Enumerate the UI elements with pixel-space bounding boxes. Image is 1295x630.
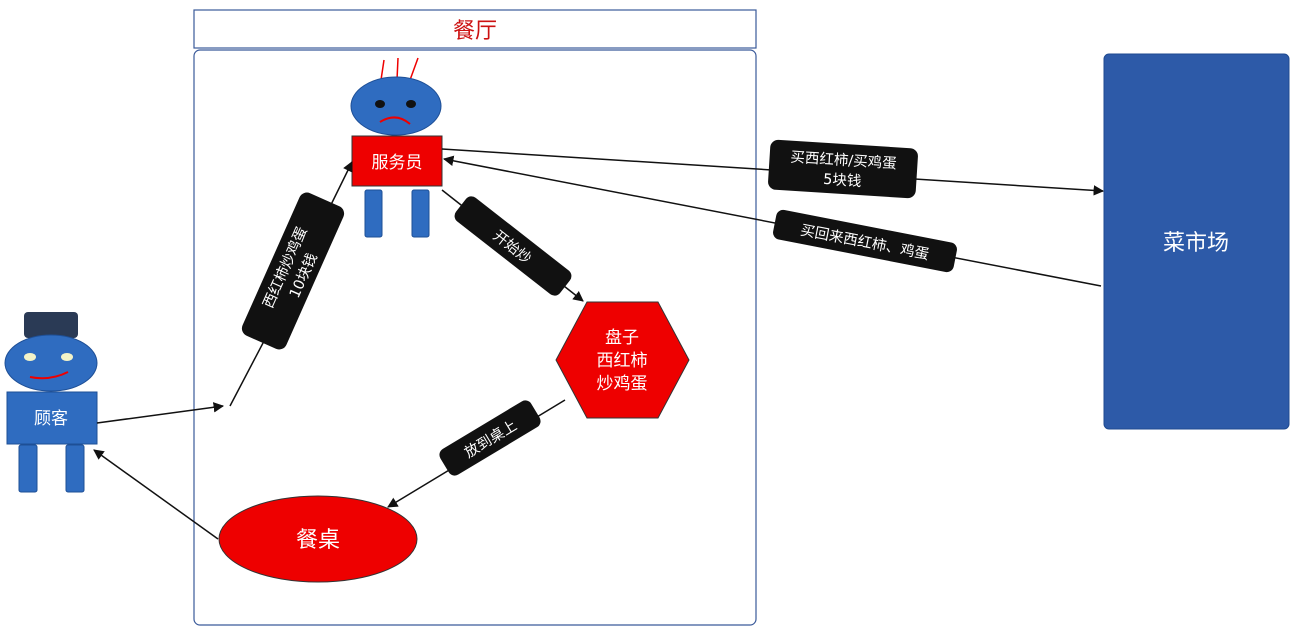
arrow-customer-to-order bbox=[96, 402, 225, 424]
customer-eye bbox=[24, 353, 36, 361]
customer-body bbox=[6, 391, 98, 445]
plate-line-3: 炒鸡蛋 bbox=[597, 374, 648, 394]
customer-figure: 顾客 bbox=[4, 312, 98, 493]
customer-label: 顾客 bbox=[34, 409, 68, 429]
customer-leg bbox=[18, 444, 38, 493]
waiter-hair-line bbox=[409, 57, 419, 81]
dining-table: 餐桌 bbox=[218, 495, 418, 583]
waiter-label: 服务员 bbox=[372, 153, 423, 173]
waiter-leg bbox=[411, 189, 430, 238]
arrow-table-to-customer bbox=[93, 449, 219, 540]
waiter-body bbox=[351, 135, 443, 187]
edge-label-buy: 买西红柿/买鸡蛋 5块钱 bbox=[768, 139, 918, 199]
customer-head bbox=[4, 334, 98, 392]
restaurant-frame bbox=[193, 49, 757, 626]
customer-hat bbox=[24, 312, 78, 338]
arrow-market-to-waiter bbox=[442, 155, 1102, 287]
edge-label-order: 西红柿炒鸡蛋 10块钱 bbox=[241, 192, 345, 350]
plate-line-2: 西红柿 bbox=[597, 351, 648, 371]
waiter-eye bbox=[406, 100, 416, 108]
restaurant-title: 餐厅 bbox=[453, 19, 497, 44]
waiter-figure: 服务员 bbox=[350, 57, 443, 238]
plate-hexagon: 盘子 西红柿 炒鸡蛋 bbox=[555, 301, 690, 419]
edge-label-bring-back: 买回来西红柿、鸡蛋 bbox=[773, 209, 957, 273]
waiter-hair-line bbox=[380, 59, 385, 81]
customer-leg bbox=[65, 444, 85, 493]
waiter-head bbox=[350, 76, 442, 136]
waiter-eye bbox=[375, 100, 385, 108]
waiter-mouth bbox=[379, 116, 411, 125]
table-label: 餐桌 bbox=[296, 528, 340, 553]
customer-eye bbox=[61, 353, 73, 361]
waiter-leg bbox=[364, 189, 383, 238]
waiter-hair-line bbox=[396, 57, 399, 81]
restaurant-title-bar: 餐厅 bbox=[193, 9, 757, 49]
edge-label-buy-line-2: 5块钱 bbox=[823, 171, 862, 190]
plate-line-1: 盘子 bbox=[605, 328, 639, 348]
market-label: 菜市场 bbox=[1163, 231, 1229, 256]
customer-mouth bbox=[29, 371, 69, 380]
market-block: 菜市场 bbox=[1103, 53, 1290, 430]
